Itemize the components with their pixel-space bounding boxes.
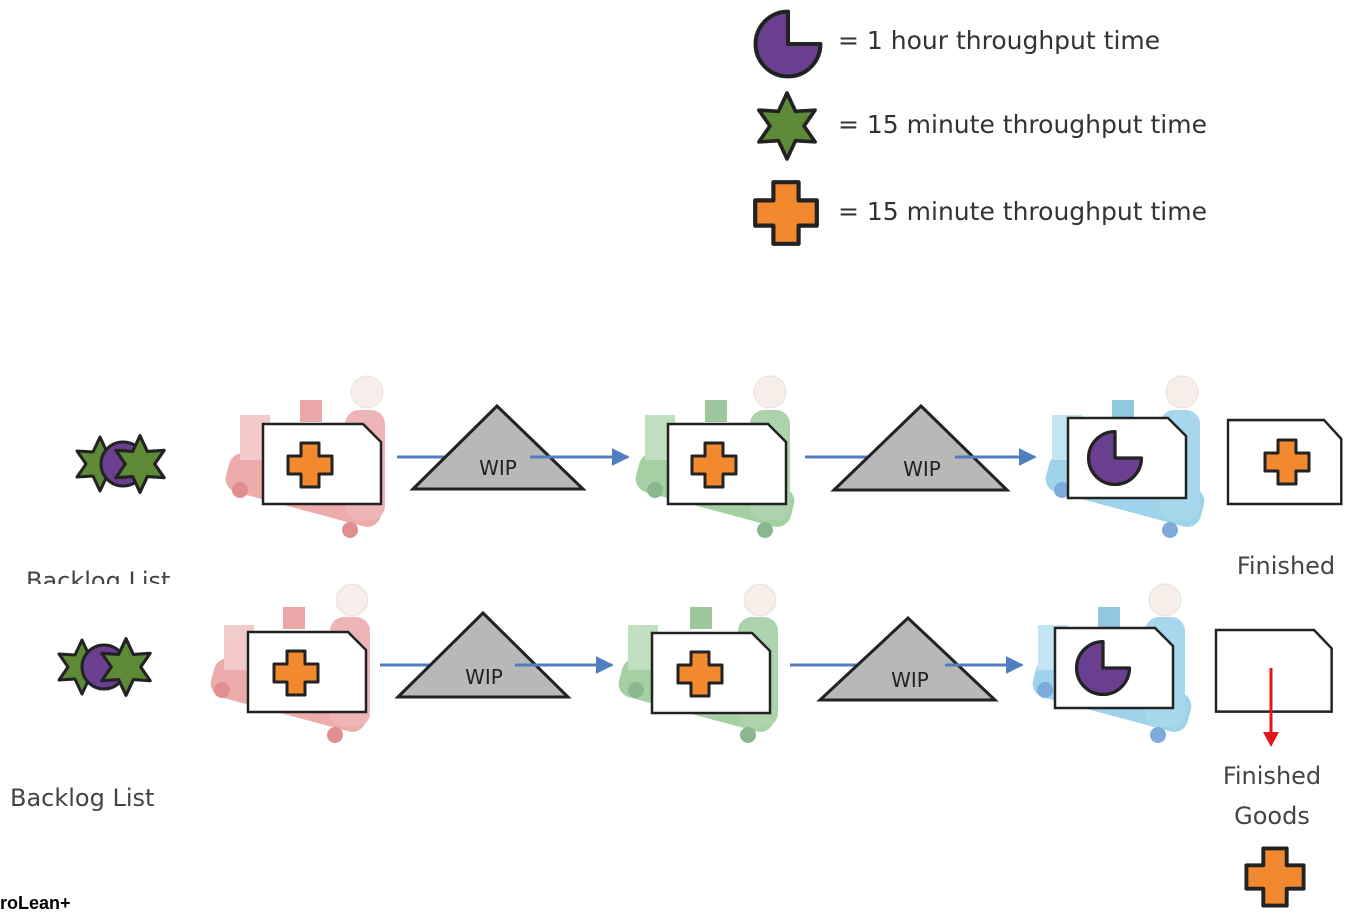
wip-label: WIP: [479, 456, 517, 480]
finished-goods-label-line2: Goods: [1234, 802, 1310, 830]
backlog-label-clipped: Backlog List: [26, 567, 171, 584]
wip-inventory-1: WIP: [394, 610, 572, 699]
cross-icon: [755, 182, 817, 244]
finished-goods-label-line1: Finished: [1223, 762, 1321, 790]
legend-text-hour: = 1 hour throughput time: [838, 26, 1160, 55]
legend-item-hour: = 1 hour throughput time: [756, 12, 1160, 77]
backlog-shapes: [75, 434, 166, 494]
pull-arrow-head: [1263, 732, 1279, 747]
finished-goods-area: Finished Goods: [1214, 628, 1333, 908]
workstation-1: [225, 375, 385, 538]
flow-row-1: WIP WIP: [75, 375, 1343, 580]
wip-label: WIP: [465, 665, 503, 689]
legend: = 1 hour throughput time = 15 minute thr…: [755, 12, 1207, 244]
workstation-3: [1045, 375, 1205, 538]
flow-row-2: Backlog List WIP: [10, 583, 1333, 908]
legend-text-star: = 15 minute throughput time: [838, 110, 1207, 139]
legend-item-star: = 15 minute throughput time: [757, 91, 1207, 161]
footer-brand-text: roLean+: [0, 893, 71, 913]
wip-inventory-2: WIP: [830, 403, 1011, 492]
finished-label: Finished: [1237, 552, 1335, 580]
workstation-2: [618, 583, 778, 743]
workstation-1: [210, 583, 370, 743]
legend-text-cross: = 15 minute throughput time: [838, 197, 1207, 226]
backlog-label: Backlog List: [10, 784, 154, 812]
backlog-shapes: [57, 637, 152, 697]
finished-area: Finished: [1226, 418, 1343, 580]
wip-label: WIP: [903, 457, 941, 481]
wip-inventory-1: WIP: [409, 403, 587, 491]
six-point-star-icon: [757, 91, 817, 161]
pie-three-quarter-icon: [756, 12, 821, 77]
workstation-2: [635, 375, 795, 538]
legend-item-cross: = 15 minute throughput time: [755, 182, 1207, 244]
workstation-3: [1032, 583, 1192, 743]
wip-label: WIP: [891, 668, 929, 692]
wip-inventory-2: WIP: [816, 615, 999, 702]
finished-card-empty: [1214, 628, 1333, 713]
cross-icon: [1244, 846, 1306, 908]
